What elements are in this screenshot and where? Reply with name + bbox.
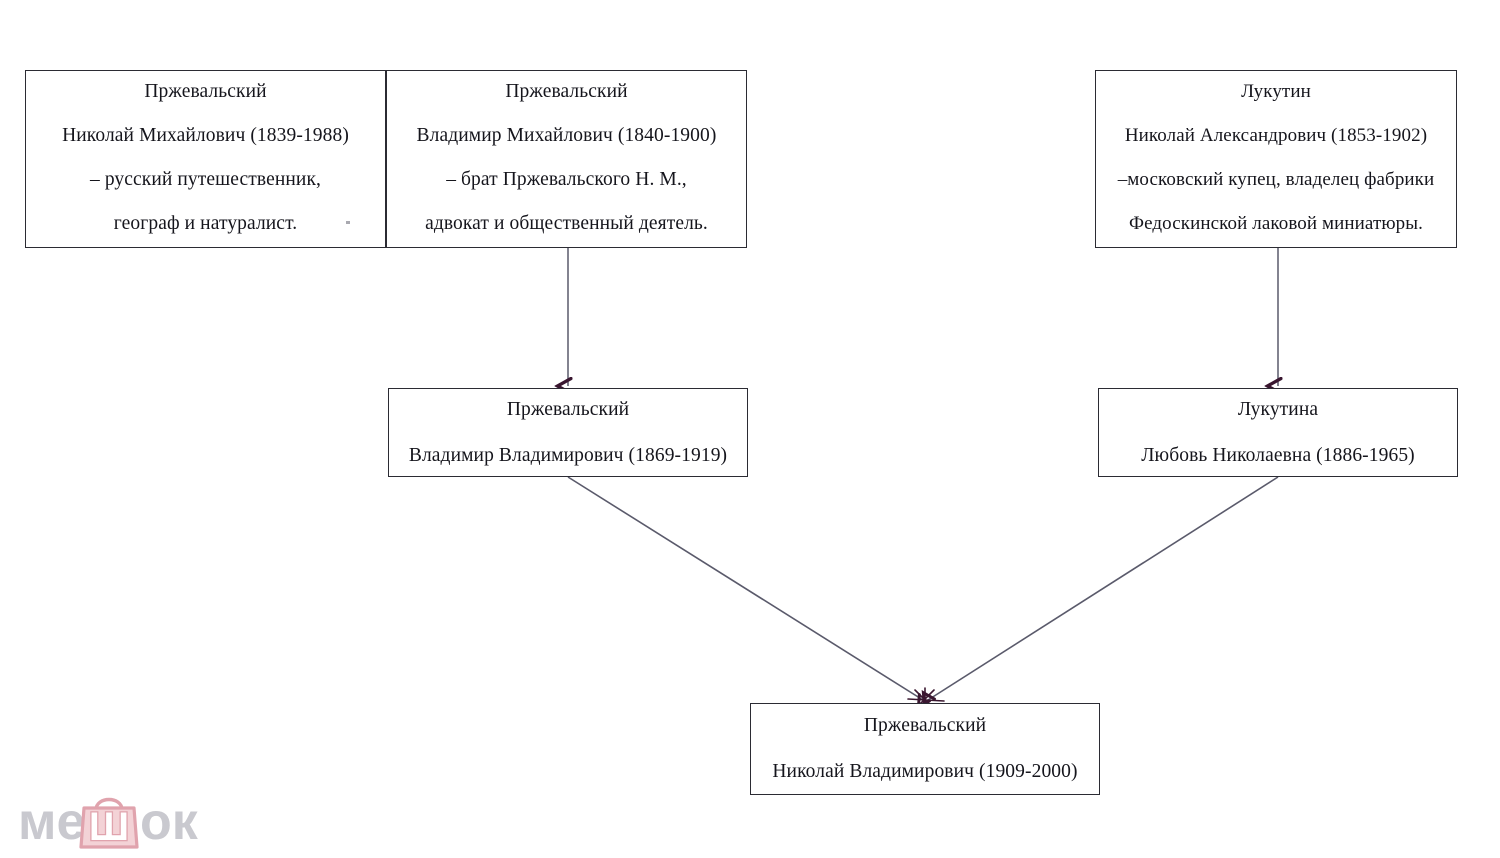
node-name-dates: Николай Михайлович (1839-1988) xyxy=(62,125,349,146)
node-lukutina-lyubov-nikolaevna[interactable]: Лукутина Любовь Николаевна (1886-1965) xyxy=(1098,388,1458,477)
node-description-line-2: адвокат и общественный деятель. xyxy=(425,213,708,234)
connector-vv-to-nv xyxy=(567,476,923,700)
node-description-line-1: – брат Пржевальского Н. М., xyxy=(446,169,687,190)
node-description-line-2: географ и натуралист. xyxy=(113,213,298,234)
node-surname: Пржевальский xyxy=(505,81,628,102)
bag-body-icon xyxy=(79,806,139,849)
node-przhevalsky-vladimir-vladimirovich[interactable]: Пржевальский Владимир Владимирович (1869… xyxy=(388,388,748,477)
node-name-dates: Любовь Николаевна (1886-1965) xyxy=(1141,444,1415,466)
node-description-line-2: Федоскинской лаковой миниатюры. xyxy=(1129,213,1423,234)
node-surname: Лукутина xyxy=(1237,398,1319,420)
node-przhevalsky-nikolay-mikhailovich[interactable]: Пржевальский Николай Михайлович (1839-19… xyxy=(25,70,386,248)
meshok-watermark: ме Ш ок xyxy=(18,793,199,851)
node-name-dates: Николай Александрович (1853-1902) xyxy=(1124,125,1428,146)
scan-artifact-speck xyxy=(346,221,350,224)
node-name-dates: Владимир Владимирович (1869-1919) xyxy=(408,444,728,466)
watermark-letters-after: ок xyxy=(140,793,199,851)
node-przhevalsky-nikolay-vladimirovich[interactable]: Пржевальский Николай Владимирович (1909-… xyxy=(750,703,1100,795)
watermark-letters-before: ме xyxy=(18,793,85,851)
node-description-line-1: – русский путешественник, xyxy=(90,169,321,190)
connector-lukutina-to-nv xyxy=(928,476,1279,700)
node-lukutin-nikolay-alexandrovich[interactable]: Лукутин Николай Александрович (1853-1902… xyxy=(1095,70,1457,248)
node-description-line-1: –московский купец, владелец фабрики xyxy=(1117,169,1435,190)
node-surname: Пржевальский xyxy=(863,715,987,736)
node-name-dates: Николай Владимирович (1909-2000) xyxy=(772,761,1078,782)
node-przhevalsky-vladimir-mikhailovich[interactable]: Пржевальский Владимир Михайлович (1840-1… xyxy=(386,70,747,248)
node-name-dates: Владимир Михайлович (1840-1900) xyxy=(416,125,717,146)
node-surname: Пржевальский xyxy=(144,81,267,102)
watermark-letter-in-bag: Ш xyxy=(89,805,129,849)
node-surname: Пржевальский xyxy=(506,398,630,420)
node-surname: Лукутин xyxy=(1241,81,1311,102)
